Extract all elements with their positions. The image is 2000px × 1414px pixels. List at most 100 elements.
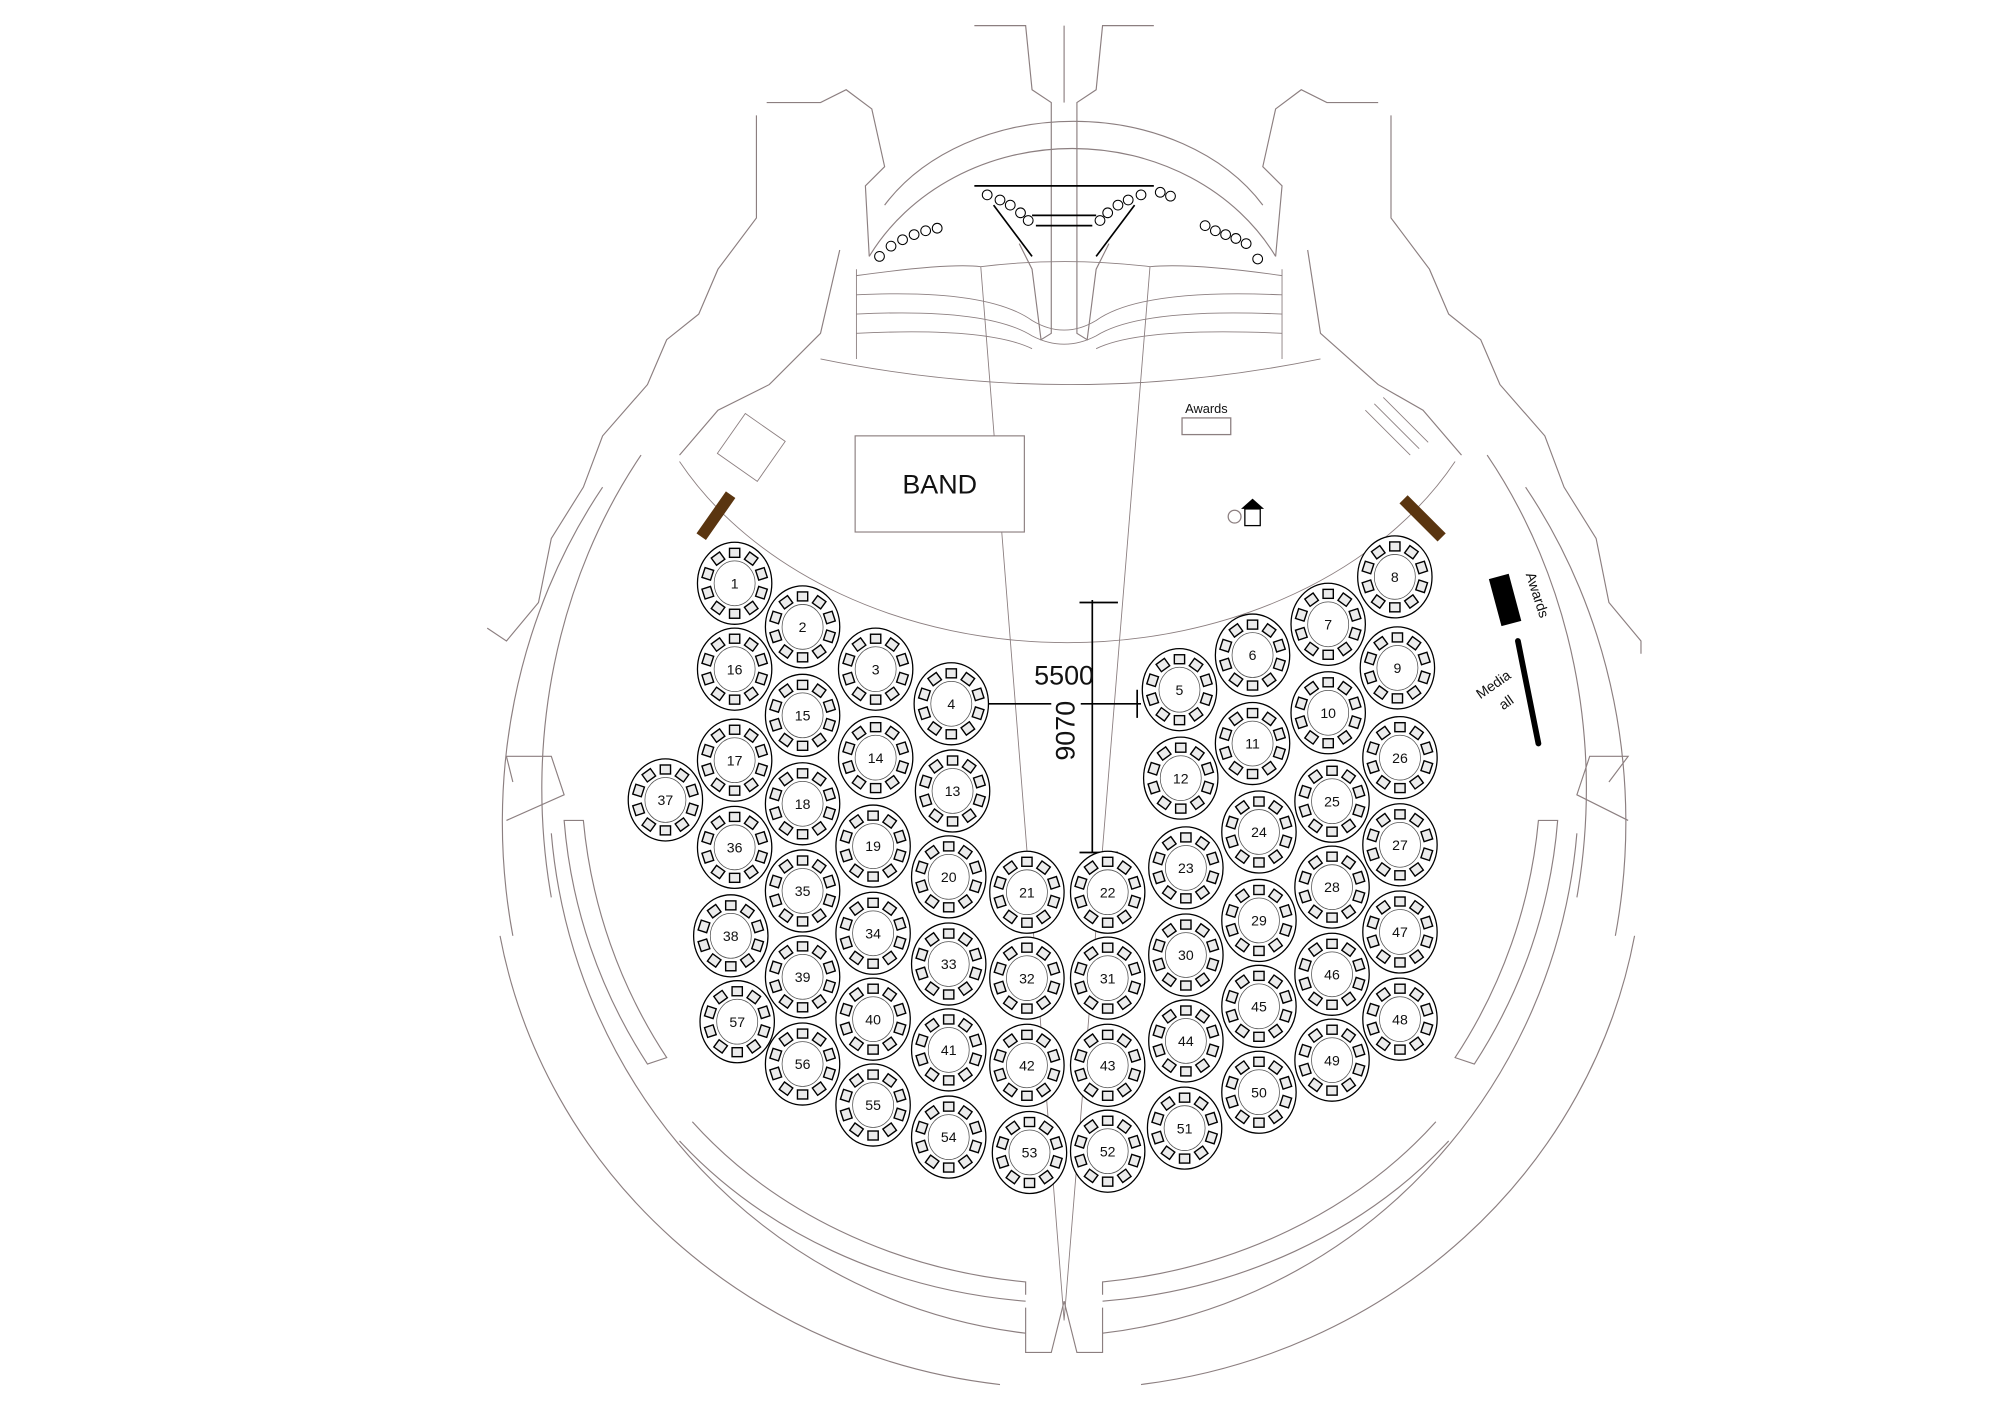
table-28[interactable]: 28 [1294, 845, 1370, 929]
table-57[interactable]: 57 [699, 980, 776, 1064]
table-10[interactable]: 10 [1290, 671, 1366, 755]
chair-icon [710, 636, 726, 653]
chair-icon [1156, 745, 1172, 762]
awards-side-label: Awards [1523, 570, 1553, 619]
chair-icon [1205, 957, 1220, 972]
table-40[interactable]: 40 [835, 977, 911, 1061]
table-30[interactable]: 30 [1148, 913, 1224, 997]
table-51[interactable]: 51 [1146, 1086, 1223, 1170]
table-47[interactable]: 47 [1362, 890, 1438, 974]
table-45[interactable]: 45 [1221, 964, 1297, 1049]
table-top [781, 780, 824, 827]
table-53[interactable]: 53 [991, 1110, 1068, 1195]
chair-icon [881, 1072, 898, 1089]
table-number: 33 [941, 956, 957, 972]
table-11[interactable]: 11 [1214, 701, 1291, 786]
chair-icon [769, 787, 783, 802]
table-9[interactable]: 9 [1359, 626, 1436, 710]
table-16[interactable]: 16 [696, 627, 773, 711]
table-41[interactable]: 41 [910, 1008, 987, 1092]
table-20[interactable]: 20 [910, 835, 987, 919]
table-49[interactable]: 49 [1294, 1018, 1370, 1102]
table-35[interactable]: 35 [764, 849, 841, 933]
chair-icon [881, 863, 898, 879]
table-13[interactable]: 13 [914, 749, 991, 833]
table-18[interactable]: 18 [764, 762, 841, 846]
chair-icon [1194, 884, 1211, 901]
chair-icon [1375, 774, 1392, 790]
table-4[interactable]: 4 [913, 662, 990, 746]
table-29[interactable]: 29 [1221, 878, 1297, 963]
table-52[interactable]: 52 [1069, 1109, 1146, 1193]
table-5[interactable]: 5 [1141, 648, 1218, 732]
chair-icon [769, 893, 783, 908]
table-22[interactable]: 22 [1069, 850, 1146, 934]
table-56[interactable]: 56 [764, 1022, 841, 1106]
table-55[interactable]: 55 [835, 1063, 911, 1147]
chair-icon [924, 1066, 940, 1083]
table-19[interactable]: 19 [835, 804, 911, 888]
table-number: 57 [729, 1014, 745, 1030]
chair-icon [1234, 1059, 1251, 1076]
chair-icon [851, 725, 867, 741]
chair-icon [1161, 922, 1178, 939]
chair-icon [1127, 1048, 1142, 1064]
table-34[interactable]: 34 [835, 891, 911, 975]
chair-icon [697, 919, 711, 934]
table-39[interactable]: 39 [764, 935, 841, 1019]
chair-icon [1194, 922, 1211, 939]
chair-icon [1180, 832, 1192, 843]
table-25[interactable]: 25 [1294, 759, 1370, 843]
table-17[interactable]: 17 [696, 718, 773, 802]
table-top [781, 954, 824, 1000]
table-44[interactable]: 44 [1148, 999, 1224, 1083]
table-6[interactable]: 6 [1214, 613, 1291, 697]
table-top [1311, 1037, 1353, 1083]
table-48[interactable]: 48 [1362, 977, 1438, 1061]
chair-icon [724, 961, 737, 972]
chair-icon [1366, 759, 1380, 775]
chair-icon [822, 979, 837, 994]
table-top [1008, 1129, 1051, 1176]
chair-icon [848, 1122, 865, 1138]
chair-icon [796, 1028, 809, 1039]
chair-icon [1152, 1024, 1166, 1039]
chair-icon [1204, 1130, 1219, 1145]
chair-icon [942, 1101, 955, 1112]
table-31[interactable]: 31 [1069, 936, 1146, 1020]
table-50[interactable]: 50 [1221, 1050, 1297, 1134]
table-36[interactable]: 36 [696, 805, 773, 890]
table-3[interactable]: 3 [837, 627, 914, 711]
table-42[interactable]: 42 [989, 1023, 1065, 1107]
chair-icon [728, 547, 741, 559]
chair-icon [1161, 972, 1178, 988]
chair-icon [924, 1104, 940, 1121]
table-23[interactable]: 23 [1148, 826, 1224, 910]
table-15[interactable]: 15 [764, 673, 841, 757]
chair-icon [728, 811, 741, 823]
chair-icon [769, 629, 783, 644]
table-top [1311, 864, 1353, 910]
table-27[interactable]: 27 [1362, 803, 1438, 887]
table-1[interactable]: 1 [696, 541, 773, 625]
table-43[interactable]: 43 [1069, 1023, 1146, 1107]
table-46[interactable]: 46 [1294, 932, 1370, 1016]
table-12[interactable]: 12 [1142, 736, 1219, 820]
table-37[interactable]: 37 [627, 758, 704, 842]
table-54[interactable]: 54 [910, 1095, 987, 1179]
chair-icon [961, 758, 977, 774]
chair-icon [893, 1088, 907, 1103]
table-38[interactable]: 38 [692, 894, 769, 978]
table-14[interactable]: 14 [837, 715, 914, 800]
table-26[interactable]: 26 [1362, 715, 1438, 800]
table-33[interactable]: 33 [910, 922, 987, 1006]
table-21[interactable]: 21 [989, 850, 1065, 934]
table-8[interactable]: 8 [1357, 535, 1433, 619]
table-7[interactable]: 7 [1290, 582, 1366, 666]
table-24[interactable]: 24 [1221, 790, 1297, 874]
chair-icon [839, 1088, 854, 1103]
chair-icon [1101, 1003, 1114, 1014]
chair-icon [757, 1005, 771, 1020]
table-32[interactable]: 32 [989, 936, 1065, 1020]
table-2[interactable]: 2 [764, 585, 841, 669]
